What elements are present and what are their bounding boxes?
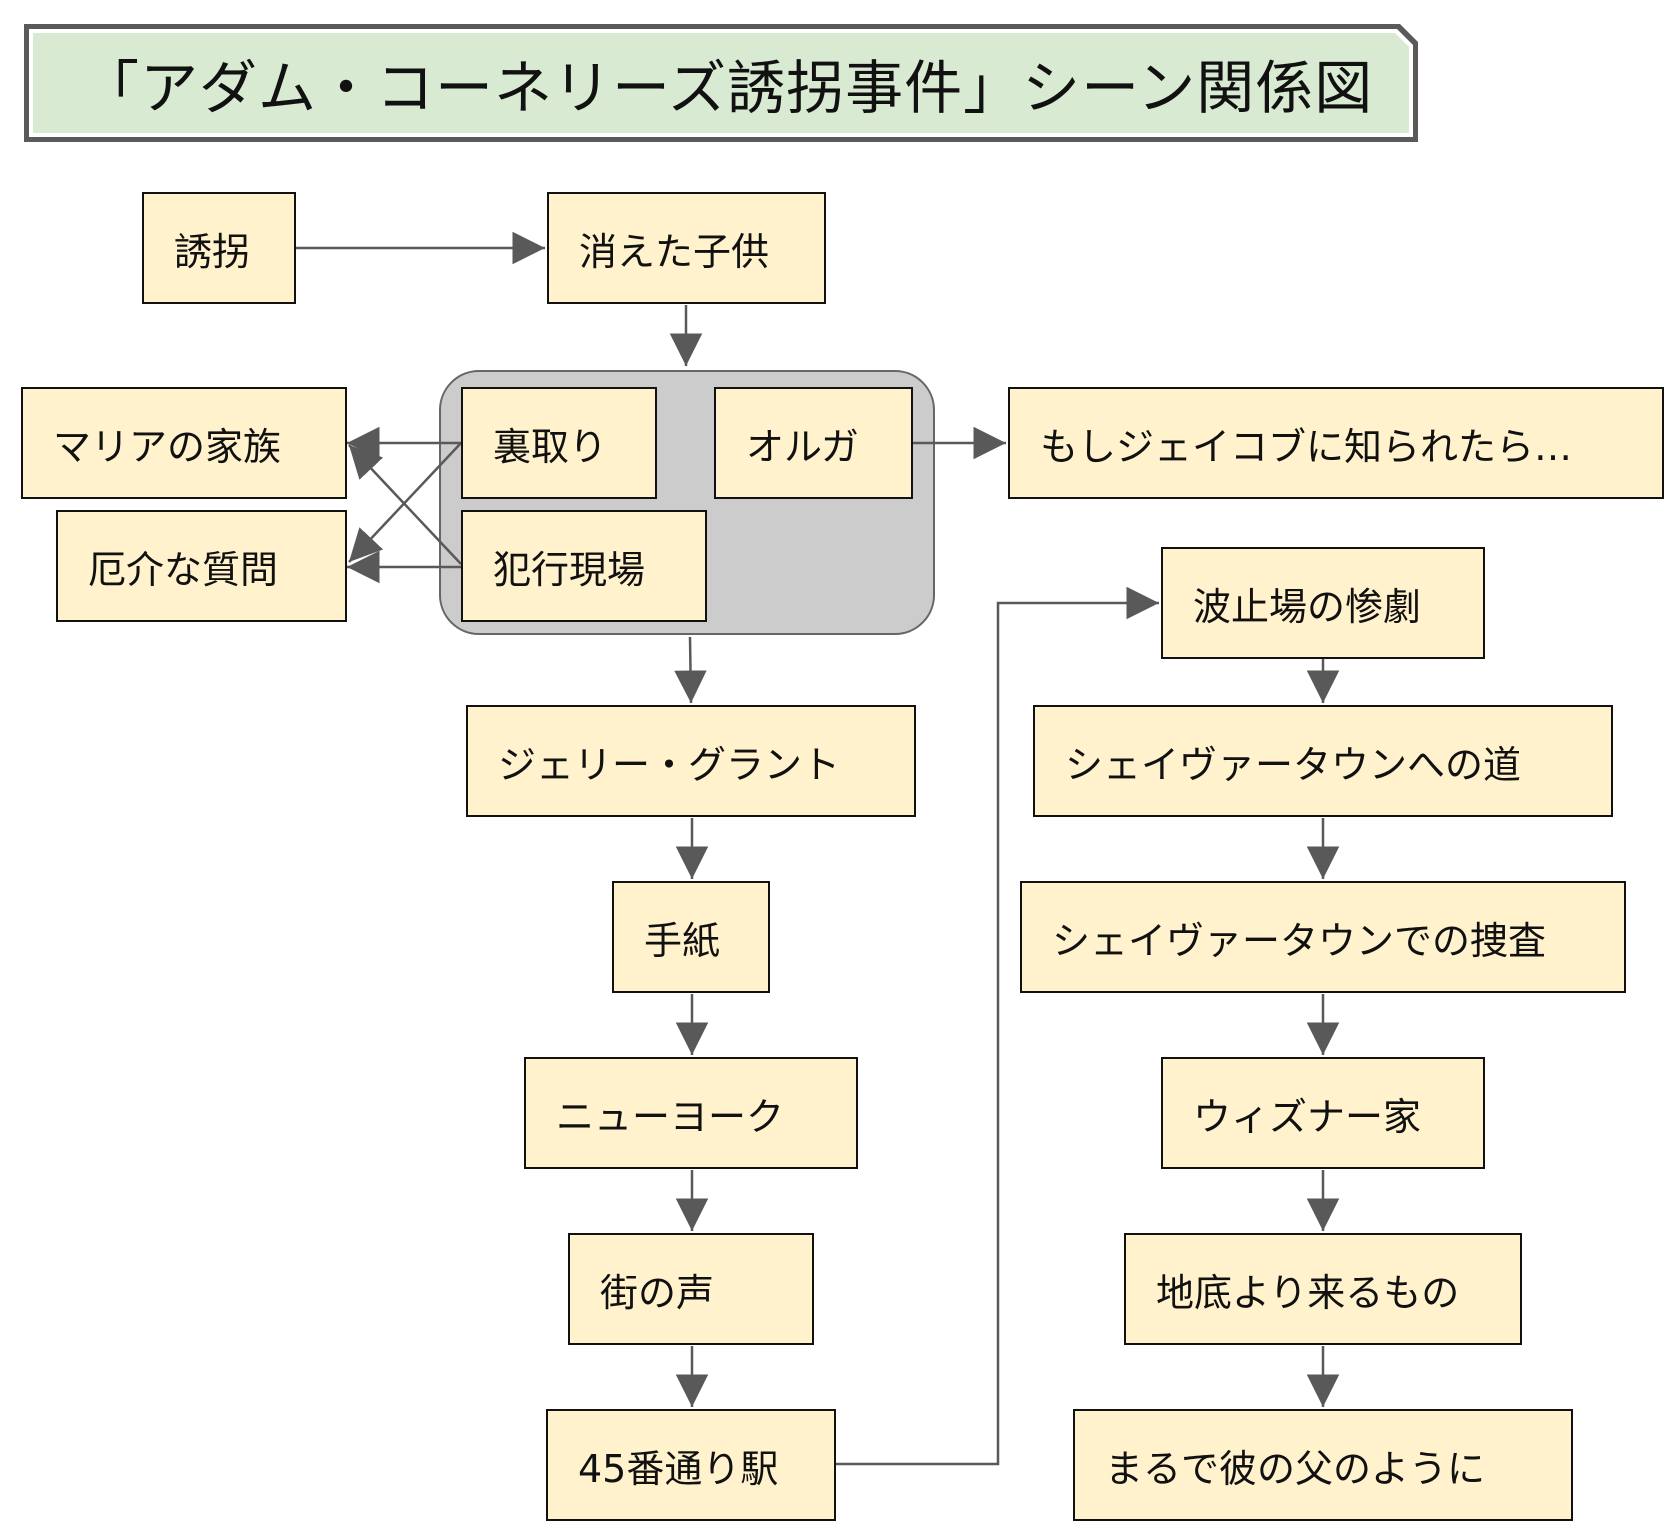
node-pier-tragedy: 波止場の惨劇 [1161, 547, 1485, 659]
node-kidnapping-label: 誘拐 [174, 229, 251, 274]
node-missing-child: 消えた子供 [547, 192, 826, 304]
node-shaver-town-investigation-label: シェイヴァータウンでの捜査 [1052, 918, 1547, 963]
node-crime-scene: 犯行現場 [461, 510, 707, 622]
node-shaver-town-investigation: シェイヴァータウンでの捜査 [1020, 881, 1626, 993]
node-letter-label: 手紙 [644, 918, 721, 963]
node-olga-label: オルガ [746, 424, 859, 469]
edge-crime-scene-marias-family [348, 444, 462, 565]
diagram-title: 「アダム・コーネリーズ誘拐事件」シーン関係図 [81, 54, 1374, 122]
node-wisner-house: ウィズナー家 [1161, 1057, 1485, 1169]
node-awkward-questions: 厄介な質問 [56, 510, 347, 622]
node-kidnapping: 誘拐 [142, 192, 296, 304]
node-like-his-father: まるで彼の父のように [1073, 1409, 1573, 1521]
node-from-beneath: 地底より来るもの [1124, 1233, 1522, 1345]
node-verification-label: 裏取り [493, 424, 608, 469]
node-marias-family-label: マリアの家族 [53, 424, 282, 469]
node-verification: 裏取り [461, 387, 657, 499]
node-missing-child-label: 消えた子供 [579, 229, 770, 274]
node-road-to-shaver-town: シェイヴァータウンへの道 [1033, 705, 1613, 817]
node-if-jacob-knew: もしジェイコブに知られたら… [1008, 387, 1664, 499]
edge-station-pier-tragedy [836, 586, 1159, 1466]
node-like-his-father-label: まるで彼の父のように [1105, 1446, 1486, 1491]
node-jerry-grant-label: ジェリー・グラント [498, 742, 841, 787]
node-olga: オルガ [714, 387, 913, 499]
edge-group-jerry-grant [674, 636, 707, 704]
node-pier-tragedy-label: 波止場の惨劇 [1193, 584, 1422, 629]
edge-verification-awkward-questions [348, 442, 462, 563]
node-street-voices-label: 街の声 [600, 1270, 715, 1315]
node-marias-family: マリアの家族 [21, 387, 347, 499]
node-awkward-questions-label: 厄介な質問 [88, 547, 279, 592]
node-if-jacob-knew-label: もしジェイコブに知られたら… [1040, 424, 1573, 469]
node-wisner-house-label: ウィズナー家 [1193, 1094, 1422, 1139]
node-street-voices: 街の声 [568, 1233, 814, 1345]
node-crime-scene-label: 犯行現場 [493, 547, 646, 592]
node-from-beneath-label: 地底より来るもの [1156, 1270, 1460, 1315]
node-road-to-shaver-town-label: シェイヴァータウンへの道 [1065, 742, 1522, 787]
node-new-york: ニューヨーク [524, 1057, 858, 1169]
node-new-york-label: ニューヨーク [556, 1094, 785, 1139]
node-jerry-grant: ジェリー・グラント [466, 705, 916, 817]
node-letter: 手紙 [612, 881, 770, 993]
node-station-45th: 45番通り駅 [546, 1409, 836, 1521]
title-banner: 「アダム・コーネリーズ誘拐事件」シーン関係図 [33, 33, 1409, 133]
node-station-45th-label: 45番通り駅 [578, 1446, 779, 1491]
